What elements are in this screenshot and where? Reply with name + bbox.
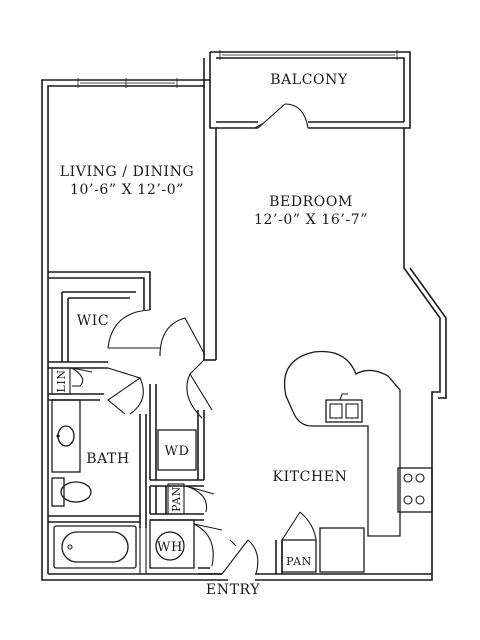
pan-kitchen-label: PAN bbox=[286, 555, 312, 568]
entry-door bbox=[221, 539, 259, 575]
kitchen-fixtures bbox=[275, 350, 433, 574]
utility-column bbox=[149, 384, 223, 575]
living-dining-size: 10’-6” X 12’-0” bbox=[70, 182, 184, 198]
windows bbox=[77, 50, 398, 88]
wh-label: WH bbox=[157, 540, 183, 555]
room-labels: BALCONY LIVING / DINING 10’-6” X 12’-0” … bbox=[55, 72, 368, 598]
kitchen-label: KITCHEN bbox=[273, 469, 348, 485]
living-dining-label: LIVING / DINING bbox=[60, 164, 195, 180]
wic-label: WIC bbox=[77, 313, 109, 329]
bath-label: BATH bbox=[86, 451, 130, 467]
bedroom-size: 12’-0” X 16’-7” bbox=[254, 212, 368, 228]
entry-label: ENTRY bbox=[206, 582, 260, 598]
bedroom-label: BEDROOM bbox=[269, 194, 353, 210]
living-bedroom-wall bbox=[203, 80, 217, 361]
balcony-wall bbox=[216, 103, 404, 129]
balcony-label: BALCONY bbox=[270, 72, 348, 88]
bath-walls bbox=[48, 393, 147, 574]
pan-hall-label: PAN bbox=[170, 486, 183, 512]
hall-doors bbox=[107, 317, 213, 419]
wd-label: WD bbox=[165, 444, 190, 459]
lin-label: LIN bbox=[55, 369, 68, 392]
